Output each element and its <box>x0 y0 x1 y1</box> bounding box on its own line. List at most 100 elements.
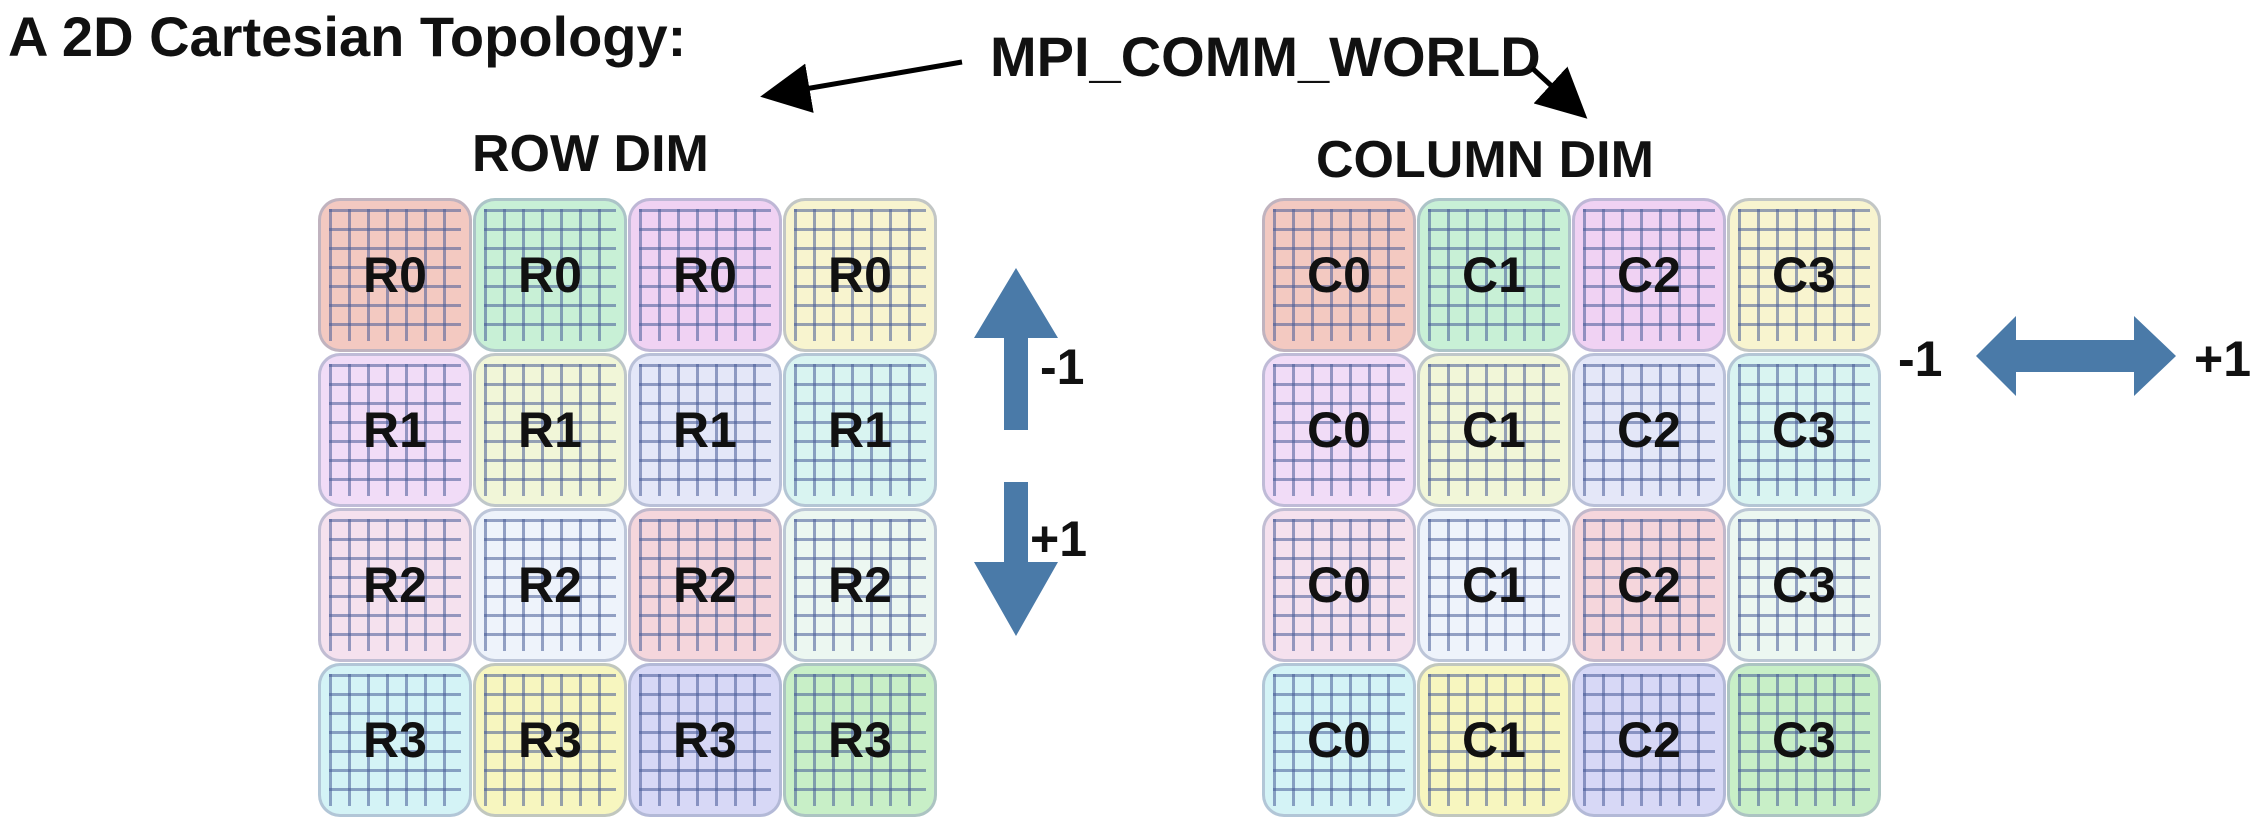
grid-cell: C1 <box>1417 353 1571 507</box>
cell-label: C1 <box>1462 712 1526 768</box>
grid-cell: R2 <box>628 508 782 662</box>
double-arrow-horizontal-icon <box>1976 316 2176 396</box>
grid-cell: C0 <box>1262 198 1416 352</box>
cell-label: R3 <box>363 712 427 768</box>
cell-label: R3 <box>828 712 892 768</box>
cell-label: R0 <box>828 247 892 303</box>
cell-mesh <box>639 674 771 806</box>
cell-mesh <box>1738 209 1870 341</box>
row-arrow-down-label: +1 <box>1030 511 1088 567</box>
cell-mesh <box>1428 364 1560 496</box>
cell-label: R0 <box>518 247 582 303</box>
cell-mesh <box>639 364 771 496</box>
cell-mesh <box>1738 674 1870 806</box>
grid-cell: C1 <box>1417 663 1571 817</box>
cell-mesh <box>329 674 461 806</box>
cell-label: C0 <box>1307 557 1371 613</box>
grid-cell: R1 <box>783 353 937 507</box>
pointer-arrow-to-row-dim <box>760 59 963 113</box>
cell-mesh <box>329 364 461 496</box>
row-arrow-up-label: -1 <box>1040 339 1085 395</box>
cell-mesh <box>794 674 926 806</box>
cell-label: C0 <box>1307 712 1371 768</box>
cell-label: C0 <box>1307 402 1371 458</box>
cell-mesh <box>1583 364 1715 496</box>
grid-cell: C2 <box>1572 663 1726 817</box>
cell-label: C2 <box>1617 712 1681 768</box>
cell-mesh <box>794 209 926 341</box>
cell-mesh <box>794 364 926 496</box>
cell-mesh <box>1273 674 1405 806</box>
cell-mesh <box>484 674 616 806</box>
cell-mesh <box>484 519 616 651</box>
grid-cell: R1 <box>628 353 782 507</box>
grid-cell: R3 <box>783 663 937 817</box>
grid-cell: C3 <box>1727 663 1881 817</box>
cell-label: C3 <box>1772 712 1836 768</box>
cell-label: C1 <box>1462 402 1526 458</box>
cell-label: C3 <box>1772 402 1836 458</box>
cell-mesh <box>484 364 616 496</box>
cell-label: C2 <box>1617 557 1681 613</box>
grid-cell: C2 <box>1572 198 1726 352</box>
grid-cell: R1 <box>318 353 472 507</box>
pointer-arrow-to-column-dim <box>1530 66 1588 119</box>
cell-label: R2 <box>518 557 582 613</box>
grid-cell: C2 <box>1572 508 1726 662</box>
cell-mesh <box>1273 209 1405 341</box>
grid-cell: C0 <box>1262 663 1416 817</box>
grid-cell: C1 <box>1417 508 1571 662</box>
grid-cell: R3 <box>473 663 627 817</box>
grid-cell: C1 <box>1417 198 1571 352</box>
grid-cell: R1 <box>473 353 627 507</box>
cell-label: R1 <box>518 402 582 458</box>
cell-mesh <box>484 209 616 341</box>
cell-mesh <box>1583 674 1715 806</box>
cell-label: R0 <box>363 247 427 303</box>
cell-mesh <box>1738 519 1870 651</box>
cell-label: C1 <box>1462 557 1526 613</box>
cell-mesh <box>1583 519 1715 651</box>
grid-cell: R0 <box>318 198 472 352</box>
column-arrow-left-label: -1 <box>1898 331 1943 387</box>
grid-cell: R3 <box>318 663 472 817</box>
cell-label: R0 <box>673 247 737 303</box>
cell-mesh <box>1428 209 1560 341</box>
diagram-title: A 2D Cartesian Topology: <box>8 5 687 68</box>
cell-mesh <box>329 519 461 651</box>
arrow-down-icon <box>974 482 1058 636</box>
cell-label: C3 <box>1772 247 1836 303</box>
grid-cell: C3 <box>1727 198 1881 352</box>
cell-label: C2 <box>1617 402 1681 458</box>
grid-cell: C0 <box>1262 508 1416 662</box>
cell-mesh <box>1428 674 1560 806</box>
row-dim-label: ROW DIM <box>472 125 709 183</box>
cell-label: C0 <box>1307 247 1371 303</box>
cell-mesh <box>1273 364 1405 496</box>
cell-label: C1 <box>1462 247 1526 303</box>
cell-mesh <box>639 209 771 341</box>
grid-cell: C0 <box>1262 353 1416 507</box>
column-dim-label: COLUMN DIM <box>1316 131 1654 189</box>
grid-cell: R0 <box>628 198 782 352</box>
cell-label: R3 <box>518 712 582 768</box>
cell-label: C2 <box>1617 247 1681 303</box>
arrow-up-icon <box>974 268 1058 430</box>
grid-cell: R2 <box>783 508 937 662</box>
grid-cell: C3 <box>1727 508 1881 662</box>
cell-label: R3 <box>673 712 737 768</box>
cell-label: R1 <box>673 402 737 458</box>
grid-cell: R2 <box>473 508 627 662</box>
cell-label: R1 <box>828 402 892 458</box>
cell-mesh <box>1738 364 1870 496</box>
cell-mesh <box>1273 519 1405 651</box>
cell-label: R2 <box>828 557 892 613</box>
cell-label: R1 <box>363 402 427 458</box>
grid-cell: C3 <box>1727 353 1881 507</box>
cell-mesh <box>1583 209 1715 341</box>
cell-label: R2 <box>673 557 737 613</box>
cell-label: C3 <box>1772 557 1836 613</box>
grid-cell: R0 <box>473 198 627 352</box>
